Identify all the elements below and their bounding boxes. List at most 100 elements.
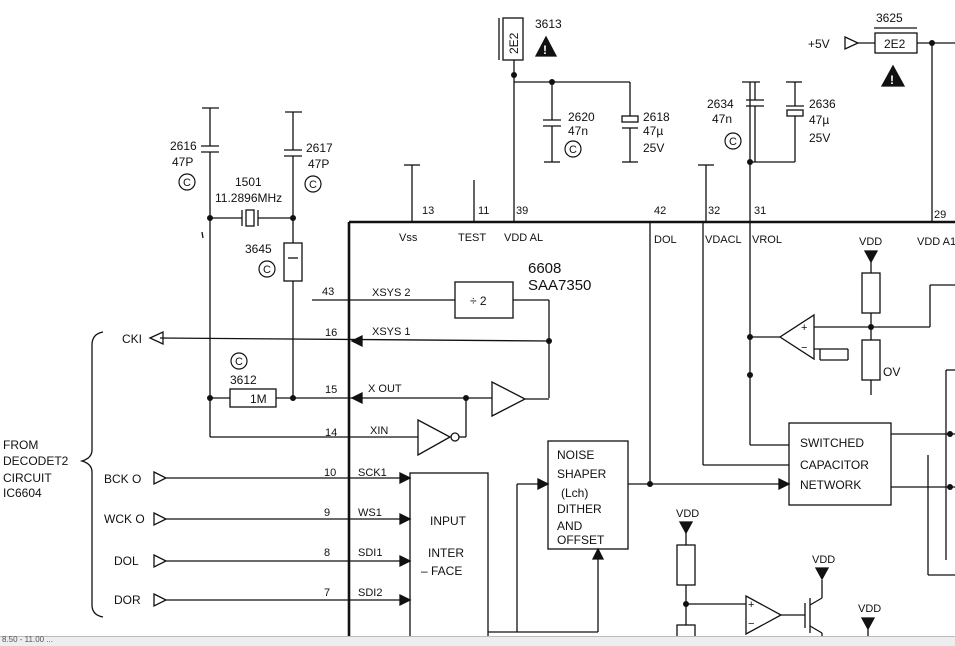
source-note: FROM DECODET2 CIRCUIT IC6604 bbox=[3, 331, 104, 618]
warning-triangle-icon: ! bbox=[534, 35, 558, 57]
vdd-divider: VDD OV bbox=[859, 236, 955, 576]
svg-text:VDD: VDD bbox=[812, 554, 835, 566]
svg-text:+: + bbox=[801, 322, 807, 334]
pin-14-xin: 14 XIN bbox=[210, 425, 418, 439]
svg-text:29: 29 bbox=[934, 209, 946, 221]
inductor-3613: 2E2 3613 ! bbox=[498, 17, 562, 78]
svg-text:NOISE: NOISE bbox=[557, 448, 594, 462]
signal-wcko: WCK O 9 WS1 bbox=[104, 507, 412, 527]
svg-text:14: 14 bbox=[325, 427, 337, 439]
status-bar-text: 8.50 - 11.00 ... bbox=[2, 635, 53, 644]
switched-capacitor-block: SWITCHED CAPACITOR NETWORK bbox=[703, 422, 955, 506]
svg-text:VDD: VDD bbox=[858, 603, 881, 615]
resistor-3612: C 3612 1M bbox=[207, 352, 296, 408]
svg-text:47n: 47n bbox=[568, 124, 588, 138]
svg-text:INTER: INTER bbox=[428, 546, 464, 560]
buffer-xout bbox=[491, 380, 549, 418]
svg-text:OV: OV bbox=[883, 365, 900, 379]
svg-text:+5V: +5V bbox=[808, 37, 830, 51]
svg-text:Vss: Vss bbox=[399, 232, 418, 244]
svg-text:3645: 3645 bbox=[245, 242, 272, 256]
svg-text:VDACL: VDACL bbox=[705, 234, 742, 246]
svg-text:42: 42 bbox=[654, 205, 666, 217]
svg-text:25V: 25V bbox=[809, 131, 830, 145]
svg-text:13: 13 bbox=[422, 205, 434, 217]
svg-text:25V: 25V bbox=[643, 141, 664, 155]
ic-id-label: 6608 bbox=[528, 260, 561, 277]
svg-text:C: C bbox=[235, 356, 243, 368]
signal-bcko: BCK O 10 SCK1 bbox=[104, 467, 412, 486]
svg-text:CKI: CKI bbox=[122, 332, 142, 346]
c-marker-icon: C bbox=[230, 352, 248, 370]
inverter-xin bbox=[417, 398, 467, 457]
svg-text:2E2: 2E2 bbox=[884, 37, 906, 51]
signal-dol: DOL 8 SDI1 bbox=[114, 547, 412, 569]
svg-text:÷ 2: ÷ 2 bbox=[470, 294, 487, 308]
svg-text:2617: 2617 bbox=[306, 141, 333, 155]
svg-text:DOL: DOL bbox=[114, 554, 139, 568]
svg-text:VDD A1: VDD A1 bbox=[917, 236, 955, 248]
svg-text:XIN: XIN bbox=[370, 425, 388, 437]
svg-text:47P: 47P bbox=[308, 157, 329, 171]
svg-text:– FACE: – FACE bbox=[421, 564, 462, 578]
capacitor-2617: 2617 47P C bbox=[284, 111, 333, 243]
pin-32-vdacl: 32 VDACL bbox=[698, 164, 742, 465]
svg-text:AND: AND bbox=[557, 519, 583, 533]
svg-text:2616: 2616 bbox=[170, 139, 197, 153]
svg-text:C: C bbox=[569, 144, 577, 156]
svg-text:3625: 3625 bbox=[876, 11, 903, 25]
svg-text:9: 9 bbox=[324, 507, 330, 519]
svg-text:47µ: 47µ bbox=[809, 113, 829, 127]
svg-text:1501: 1501 bbox=[235, 175, 262, 189]
svg-text:39: 39 bbox=[516, 205, 528, 217]
svg-text:2618: 2618 bbox=[643, 110, 670, 124]
c-marker-icon: C bbox=[304, 175, 322, 193]
c-marker-icon: C bbox=[258, 260, 276, 278]
c-marker-icon: C bbox=[564, 140, 582, 158]
vref-opamp: + − bbox=[747, 313, 930, 378]
svg-text:15: 15 bbox=[325, 384, 337, 396]
svg-text:FROM: FROM bbox=[3, 438, 38, 452]
svg-text:2636: 2636 bbox=[809, 97, 836, 111]
svg-text:TEST: TEST bbox=[458, 232, 486, 244]
svg-text:CIRCUIT: CIRCUIT bbox=[3, 471, 52, 485]
svg-text:IC6604: IC6604 bbox=[3, 486, 42, 500]
svg-text:X OUT: X OUT bbox=[368, 383, 402, 395]
svg-text:16: 16 bbox=[325, 327, 337, 339]
pin-39-vddal: 39 VDD AL bbox=[504, 75, 543, 244]
output-stage: VDD + − VDD VDD bbox=[676, 508, 881, 644]
capacitor-2620: 2620 47n C bbox=[543, 82, 595, 163]
svg-text:+: + bbox=[748, 599, 754, 611]
pin-15-xout: 15 X OUT bbox=[293, 383, 492, 405]
pin-13-vss: 13 Vss bbox=[399, 164, 434, 244]
resistor-3645: 3645 C bbox=[245, 242, 303, 398]
svg-text:1M: 1M bbox=[250, 392, 267, 406]
status-bar: 8.50 - 11.00 ... bbox=[0, 635, 955, 646]
signal-dor: DOR 7 SDI2 bbox=[114, 587, 412, 608]
svg-text:!: ! bbox=[543, 43, 547, 57]
pin-11-test: 11 TEST bbox=[458, 180, 489, 244]
pin-42-dol: 42 DOL bbox=[649, 205, 677, 484]
svg-text:DITHER: DITHER bbox=[557, 502, 602, 516]
noise-shaper-block: NOISE SHAPER (Lch) DITHER AND OFFSET bbox=[547, 440, 791, 632]
c-marker-icon: C bbox=[178, 173, 196, 191]
svg-text:11.2896MHz: 11.2896MHz bbox=[215, 191, 282, 205]
svg-text:DOR: DOR bbox=[114, 593, 141, 607]
svg-text:SHAPER: SHAPER bbox=[557, 467, 607, 481]
svg-text:SCK1: SCK1 bbox=[358, 467, 387, 479]
capacitor-2616: 2616 47P C bbox=[170, 107, 219, 437]
svg-text:VROL: VROL bbox=[752, 234, 782, 246]
svg-text:DOL: DOL bbox=[654, 234, 677, 246]
svg-text:INPUT: INPUT bbox=[430, 514, 467, 528]
svg-text:SDI1: SDI1 bbox=[358, 547, 382, 559]
svg-text:−: − bbox=[748, 618, 754, 630]
input-interface-block: INPUT INTER – FACE bbox=[409, 472, 598, 644]
c-marker-icon: C bbox=[724, 132, 742, 150]
svg-text:SDI2: SDI2 bbox=[358, 587, 382, 599]
capacitor-2636: 2636 47µ 25V bbox=[786, 81, 836, 162]
svg-text:C: C bbox=[183, 177, 191, 189]
svg-text:BCK O: BCK O bbox=[104, 472, 141, 486]
svg-text:NETWORK: NETWORK bbox=[800, 478, 861, 492]
warning-triangle-icon: ! bbox=[880, 64, 906, 87]
